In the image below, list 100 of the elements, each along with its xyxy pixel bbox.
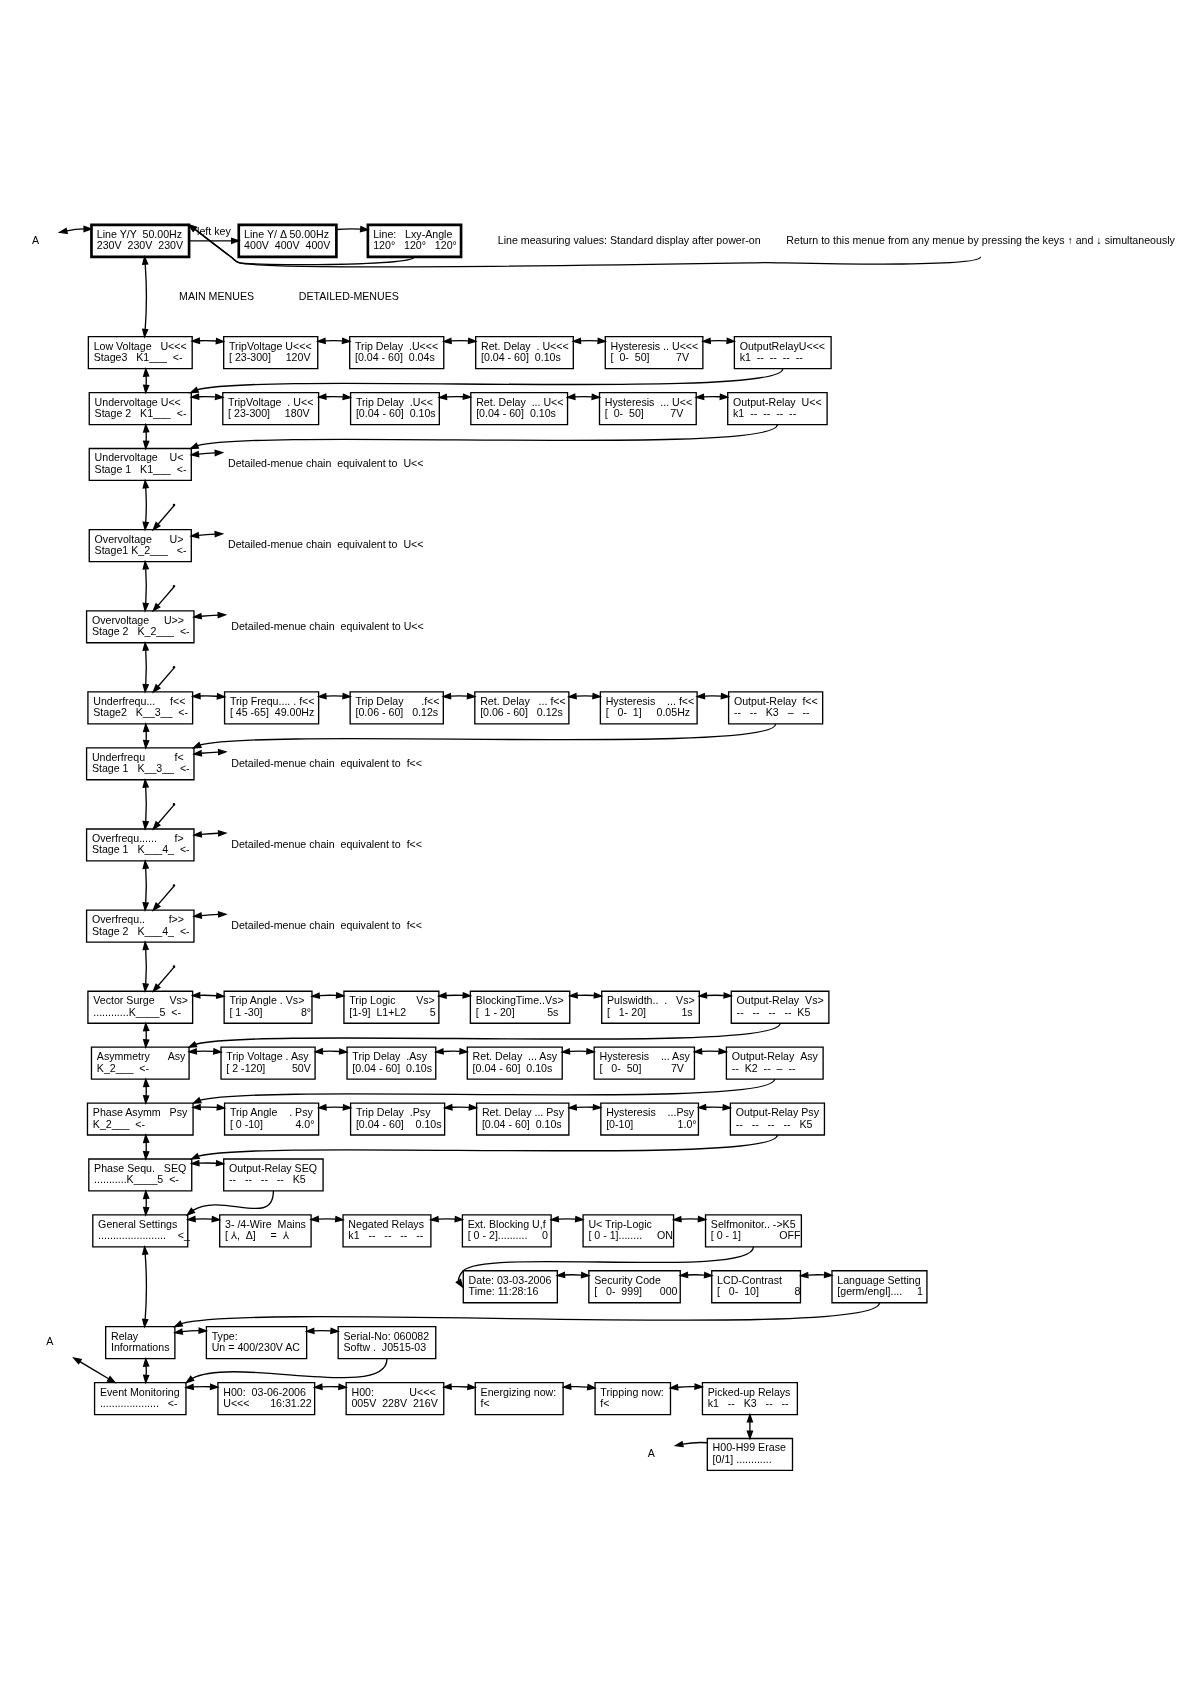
arrow: [192, 829, 228, 838]
arrow: [428, 1215, 465, 1223]
node-box: Low Voltage U<<< Stage3 K1___ <-: [87, 336, 193, 370]
arrow: [316, 692, 353, 700]
node-box: Ret. Delay ... f<< [0.06 - 60] 0.12s: [474, 691, 570, 725]
node-box: Trip Logic Vs> [1-9] L1+L2 5: [343, 990, 440, 1024]
node-box: Output-Relay Psy -- -- -- -- K5: [729, 1102, 826, 1136]
node-box: LCD-Contrast [ 0- 10] 8: [711, 1270, 802, 1304]
node-text: Detailed-menue chain equivalent to f<<: [231, 756, 423, 769]
arrow: [184, 1357, 388, 1384]
arrow: [441, 692, 477, 700]
arrow: [189, 449, 225, 458]
arrow: [142, 940, 150, 994]
node-box: H00: 03-06-2006 U<<< 16:31.22: [217, 1381, 316, 1416]
node-box: Underfrequ f< Stage 1 K__3__ <-: [85, 747, 195, 781]
node-box: Trip Angle . Vs> [ 1 -30] 8°: [223, 990, 313, 1024]
node-box: Trip Delay .U<<< [0.04 - 60] 0.04s: [349, 336, 445, 370]
node-box: Selfmonitor.. ->K5 [ 0 - 1] OFF: [704, 1214, 803, 1248]
node-box: Hysteresis ...Psy [0-10] 1.0°: [600, 1102, 700, 1136]
arrow: [549, 1215, 585, 1223]
node-box: Phase Sequ. SEQ ...........K____5 <-: [88, 1158, 193, 1192]
node-box: Vector Surge Vs> ............K____5 <-: [87, 990, 194, 1024]
arrow: [187, 223, 982, 268]
node-box: TripVoltage . U<< [ 23-300] 180V: [222, 391, 320, 426]
arrow: [142, 640, 150, 694]
arrow: [152, 804, 175, 831]
arrow: [189, 423, 779, 450]
node-box: Energizing now: f<: [474, 1381, 564, 1416]
node-box: Overfrequ...... f> Stage 1 K___4_ <-: [85, 828, 195, 862]
node-box: Asymmetry Asy K_2___ <-: [90, 1046, 190, 1080]
node-box: Trip Voltage . Asy [ 2 -120] 50V: [220, 1046, 316, 1080]
node-box: Pulswidth.. . Vs> [ 1- 20] 1s: [601, 990, 700, 1024]
node-text: Detailed-menue chain equivalent to U<<: [227, 538, 424, 551]
node-box: BlockingTime..Vs> [ 1 - 20] 5s: [469, 990, 571, 1024]
arrow: [673, 1440, 708, 1448]
node-box: Trip Delay .U<< [0.04 - 60] 0.10s: [349, 391, 440, 426]
arrow: [152, 667, 175, 694]
node-box: H00: U<<< 005V 228V 216V: [345, 1381, 445, 1416]
arrow: [173, 1327, 209, 1335]
node-text: Detailed-menue chain equivalent to f<<: [231, 837, 423, 850]
node-box: Trip Delay .f<< [0.06 - 60] 0.12s: [349, 691, 444, 725]
arrow: [142, 859, 150, 912]
node-box: Hysteresis .. U<<< [ 0- 50] 7V: [604, 336, 704, 370]
node-text: Return to this menue from any menue by pressing the keys ↑ and ↓ simultaneously: [786, 233, 1175, 246]
node-box: Overvoltage U>> Stage 2 K_2___ <-: [85, 610, 195, 644]
edge-label: left key: [197, 225, 231, 238]
node-box: Line: Lxy-Angle 120° 120° 120°: [366, 223, 463, 259]
arrow: [152, 586, 175, 613]
node-box: Trip Delay .Asy [0.04 - 60] 0.10s: [346, 1046, 437, 1080]
node-box: Picked-up Relays k1 -- K3 -- --: [701, 1381, 799, 1416]
node-box: Phase Asymm Psy K_2___ <-: [86, 1102, 194, 1136]
arrow: [695, 692, 731, 700]
arrow: [189, 1134, 779, 1160]
label: DETAILED-MENUES: [298, 289, 399, 302]
arrow: [746, 1412, 754, 1441]
arrow: [72, 1356, 117, 1384]
arrow: [442, 1103, 479, 1111]
node-box: H00-H99 Erase [0/1] ............: [706, 1437, 794, 1472]
node-text: Detailed-menue chain equivalent to U<<: [231, 619, 424, 632]
node-box: TripVoltage U<<< [ 23-300] 120V: [223, 336, 319, 370]
node-box: Line Y/ Δ 50.00Hz 400V 400V 400V: [237, 223, 338, 259]
node-box: Overfrequ.. f>> Stage 2 K___4_ <-: [85, 909, 195, 943]
node-box: Security Code [ 0- 999] 000: [588, 1270, 681, 1304]
label: MAIN MENUES: [179, 289, 255, 302]
node-box: Type: Un = 400/230V AC: [205, 1326, 308, 1360]
arrow: [335, 225, 370, 233]
node-box: Hysteresis ... f<< [ 0- 1] 0.05Hz: [599, 691, 698, 725]
node-box: Undervoltage U<< Stage 2 K1___ <-: [88, 391, 192, 426]
node-box: OutputRelayU<<< k1 -- -- -- --: [733, 336, 832, 370]
node-box: Event Monitoring .................... <-: [93, 1381, 187, 1416]
arrow: [192, 611, 228, 620]
node-text: Detailed-menue chain equivalent to U<<: [227, 457, 424, 470]
node-box: Trip Frequ.... . f<< [ 45 -65] 49.00Hz: [223, 691, 320, 725]
node-box: U< Trip-Logic [ 0 - 1]........ ON: [582, 1214, 675, 1248]
node-box: Overvoltage U> Stage1 K_2___ <-: [88, 529, 192, 563]
arrow: [185, 1215, 222, 1223]
node-box: Output-Relay SEQ -- -- -- -- K5: [223, 1158, 324, 1192]
node-text: A: [32, 233, 40, 246]
node-box: 3- /4-Wire Mains [ ⅄, Δ] = ⅄: [219, 1214, 312, 1248]
node-box: Ret. Delay ... Asy [0.04 - 60] 0.10s: [466, 1046, 563, 1080]
node-box: Ret. Delay ... Psy [0.04 - 60] 0.10s: [475, 1102, 570, 1136]
arrow: [141, 1245, 149, 1329]
label: Line measuring values: Standard display after power-on: [497, 233, 761, 246]
node-box: Undervoltage U< Stage 1 K1___ <-: [88, 447, 192, 482]
node-box: Negated Relays k1 -- -- -- --: [342, 1214, 432, 1248]
node-box: Output-Relay Asy -- K2 -- – --: [725, 1046, 824, 1080]
node-box: Ret. Delay ... U<< [0.04 - 60] 0.10s: [470, 391, 569, 426]
arrow: [173, 1302, 881, 1328]
arrow: [192, 748, 228, 757]
node-box: Date: 03-03-2006 Time: 11:28:16: [462, 1270, 558, 1304]
arrow: [678, 1271, 714, 1279]
arrow: [142, 478, 150, 532]
arrow: [316, 1103, 353, 1111]
node-box: Line Y/Y 50.00Hz 230V 230V 230V: [90, 223, 191, 259]
node-box: Tripping now: f<: [594, 1381, 672, 1416]
node-box: Output-Relay Vs> -- -- -- -- K5: [730, 990, 830, 1024]
arrow: [191, 1103, 227, 1111]
arrow: [566, 692, 603, 700]
arrow: [142, 778, 150, 831]
node-box: Relay Informations: [105, 1326, 176, 1360]
